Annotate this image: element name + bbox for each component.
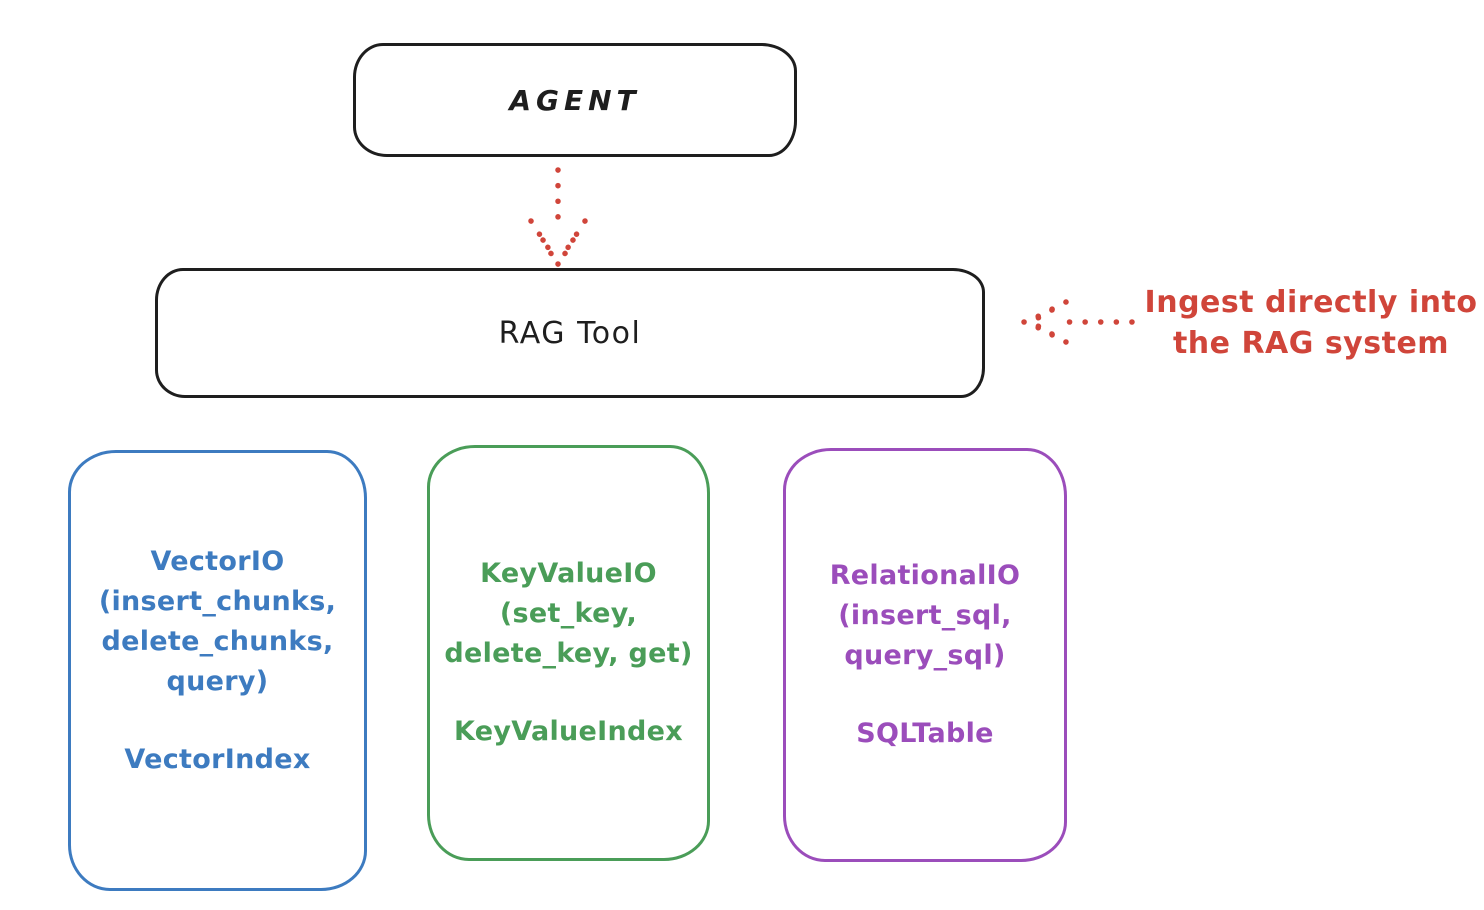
keyvalue-io-node: KeyValueIO (set_key, delete_key, get) Ke… [427,445,710,861]
vector-index-label: VectorIndex [124,743,311,775]
agent-node-label: AGENT [509,83,641,117]
agent-to-rag-arrow-icon [528,167,588,267]
annotation-to-rag-arrow-icon [1021,299,1135,345]
agent-node: AGENT [353,43,797,157]
rag-tool-node: RAG Tool [155,268,985,398]
vector-io-content: VectorIO (insert_chunks, delete_chunks, … [99,542,336,780]
keyvalue-io-methods: KeyValueIO (set_key, delete_key, get) [444,558,693,669]
ingest-annotation: Ingest directly into the RAG system [1144,285,1478,361]
relational-io-content: RelationalIO (insert_sql, query_sql) SQL… [830,556,1021,754]
keyvalue-io-content: KeyValueIO (set_key, delete_key, get) Ke… [444,554,692,752]
keyvalue-index-label: KeyValueIndex [453,716,683,747]
sql-table-label: SQLTable [856,718,994,749]
vector-io-node: VectorIO (insert_chunks, delete_chunks, … [68,450,367,891]
rag-tool-node-label: RAG Tool [498,315,642,351]
vector-io-methods: VectorIO (insert_chunks, delete_chunks, … [98,545,337,697]
relational-io-methods: RelationalIO (insert_sql, query_sql) [829,560,1021,671]
relational-io-node: RelationalIO (insert_sql, query_sql) SQL… [783,448,1067,862]
